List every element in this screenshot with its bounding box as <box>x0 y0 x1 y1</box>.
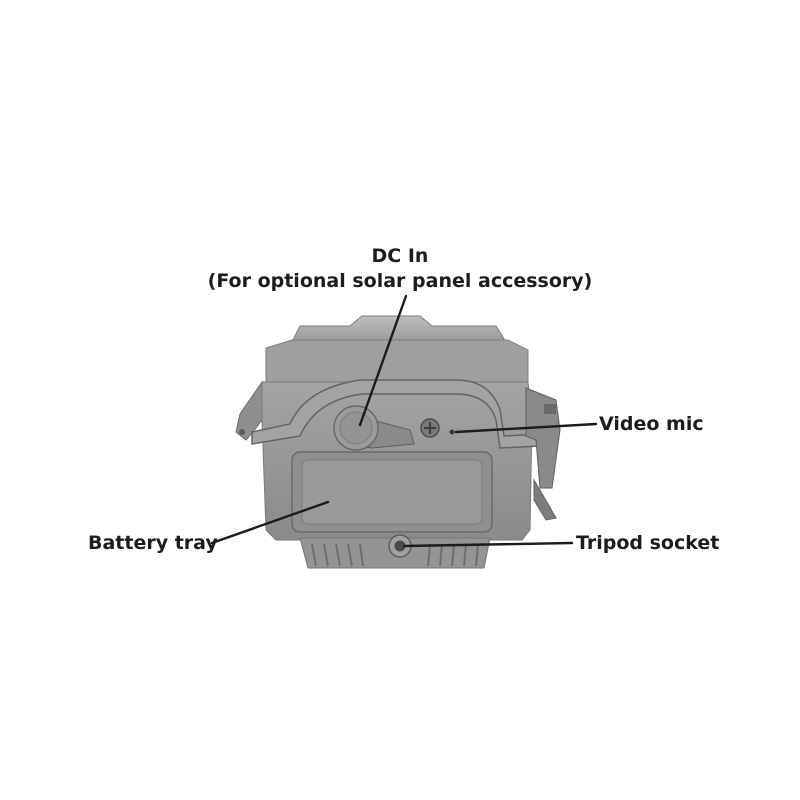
dc-in-title: DC In <box>371 245 429 267</box>
leader-line-battery-tray <box>210 500 330 545</box>
cooling-fins <box>311 543 479 567</box>
tripod-socket-icon <box>388 534 412 558</box>
leader-line-dc-in <box>358 294 408 427</box>
tripod-socket-label: Tripod socket <box>576 532 720 554</box>
leader-lines <box>210 294 598 548</box>
mic-hole-icon <box>449 429 455 435</box>
dc-plug-cap-icon <box>333 405 415 451</box>
battery-tray-door <box>291 451 493 533</box>
video-mic-label: Video mic <box>599 413 704 435</box>
leader-line-video-mic <box>454 422 598 434</box>
screw-icon <box>420 418 440 438</box>
battery-tray-label: Battery tray <box>88 532 218 554</box>
leader-line-tripod-socket <box>402 541 574 548</box>
dc-in-label: DC In (For optional solar panel accessor… <box>0 244 800 294</box>
side-bracket <box>525 387 561 521</box>
dc-in-subtitle: (For optional solar panel accessory) <box>207 270 593 292</box>
